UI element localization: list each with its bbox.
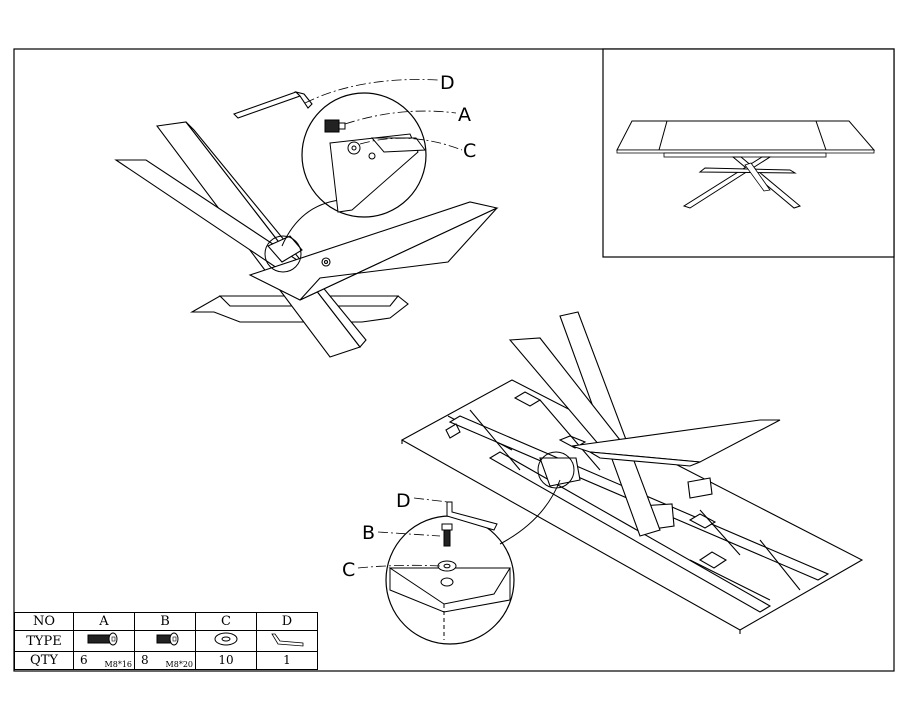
header-c: C xyxy=(195,612,257,631)
spec-a: M8*16 xyxy=(104,660,132,669)
header-no: NO xyxy=(14,612,74,631)
header-row: NO A B C D xyxy=(14,612,318,631)
type-row: TYPE xyxy=(14,630,318,652)
callout-b-bottom: B xyxy=(362,522,375,544)
callout-c-top: C xyxy=(463,140,476,162)
spec-b: M8*20 xyxy=(165,660,193,669)
bolt-m8x20-icon xyxy=(156,632,179,646)
table-top-assembly xyxy=(400,311,864,634)
leader-lines-top xyxy=(304,79,463,151)
detail-magnifier-bottom xyxy=(385,451,575,645)
qty-c: 10 xyxy=(218,653,234,667)
detail-magnifier-top xyxy=(264,92,427,273)
callout-d-bottom: D xyxy=(396,490,411,512)
qty-label: QTY xyxy=(14,651,74,670)
callout-d-top: D xyxy=(440,72,455,94)
qty-b: 8 xyxy=(141,653,149,667)
callout-c-bottom: C xyxy=(342,559,355,581)
drawing-frame xyxy=(13,48,895,672)
leader-lines-bottom xyxy=(357,497,449,569)
header-d: D xyxy=(256,612,318,631)
header-b: B xyxy=(134,612,196,631)
finished-table-inset xyxy=(602,48,895,258)
qty-row: QTY 6 M8*16 8 M8*20 10 1 xyxy=(14,651,318,670)
qty-d: 1 xyxy=(283,653,291,667)
header-a: A xyxy=(73,612,135,631)
callout-a-top: A xyxy=(458,104,471,126)
base-assembly-top xyxy=(114,90,499,358)
qty-a: 6 xyxy=(80,653,88,667)
type-label: TYPE xyxy=(14,630,74,652)
washer-icon xyxy=(214,632,238,646)
allen-key-icon xyxy=(271,633,304,647)
bolt-m8x16-icon xyxy=(87,632,118,646)
parts-table: NO A B C D TYPE xyxy=(14,612,318,670)
